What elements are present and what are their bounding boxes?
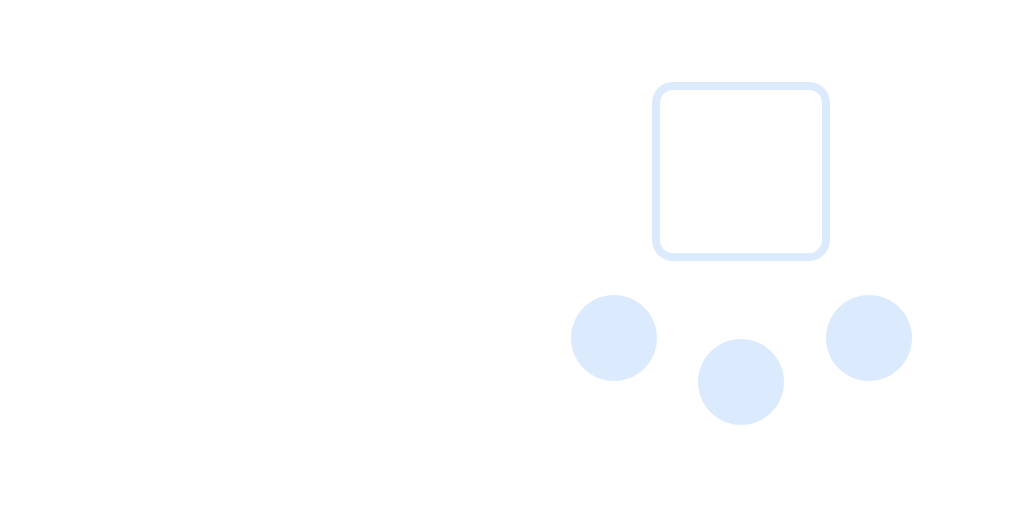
center-circle [698, 339, 784, 425]
right-circle [826, 295, 912, 381]
left-circle [571, 295, 657, 381]
rounded-square-outline [652, 82, 830, 261]
